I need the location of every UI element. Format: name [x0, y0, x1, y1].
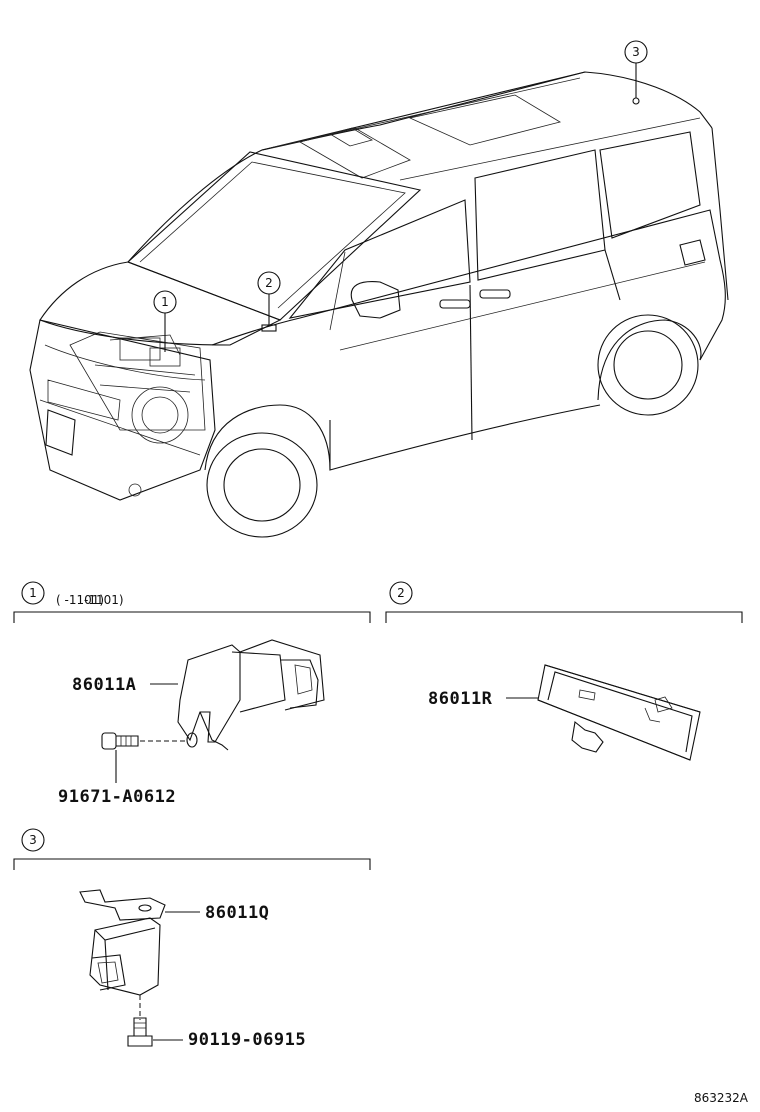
part-number-90119-06915[interactable]: 90119-06915 — [188, 1030, 306, 1050]
part-86011Q-drawing — [79, 889, 166, 1020]
part-number-91671-A0612[interactable]: 91671-A0612 — [58, 787, 176, 807]
vehicle-illustration — [29, 71, 729, 538]
part-86011A-drawing — [177, 639, 325, 751]
bolt-drawing — [101, 732, 186, 750]
svg-text:2: 2 — [265, 276, 273, 290]
bolt-drawing-2 — [127, 1017, 153, 1047]
section-1-note: ( -1101) — [56, 593, 104, 607]
part-number-86011Q[interactable]: 86011Q — [205, 903, 269, 923]
vehicle-callout-2: 2 — [257, 271, 281, 332]
section-2: 2 86011R — [385, 581, 743, 761]
svg-text:3: 3 — [632, 45, 640, 59]
svg-text:1: 1 — [29, 586, 37, 600]
part-86011R-drawing — [537, 664, 701, 761]
section-3-badge — [21, 828, 45, 852]
diagram-code: 863232A — [694, 1091, 749, 1105]
section-2-badge — [389, 581, 413, 605]
vehicle-callout-3: 3 — [624, 40, 648, 105]
section-3: 3 86011Q 90119-06915 — [13, 828, 371, 1050]
svg-text:3: 3 — [29, 833, 37, 847]
vehicle-callout-1: 1 — [153, 290, 177, 352]
svg-text:1: 1 — [161, 295, 169, 309]
part-number-86011R[interactable]: 86011R — [428, 689, 493, 709]
svg-text:2: 2 — [397, 586, 405, 600]
svg-text:-1101): -1101) — [84, 593, 124, 607]
part-number-86011A[interactable]: 86011A — [72, 675, 136, 695]
section-1-badge — [21, 581, 45, 605]
section-1: 1 ( -1101) -1101) 86011A 91671-A0612 — [13, 581, 371, 807]
